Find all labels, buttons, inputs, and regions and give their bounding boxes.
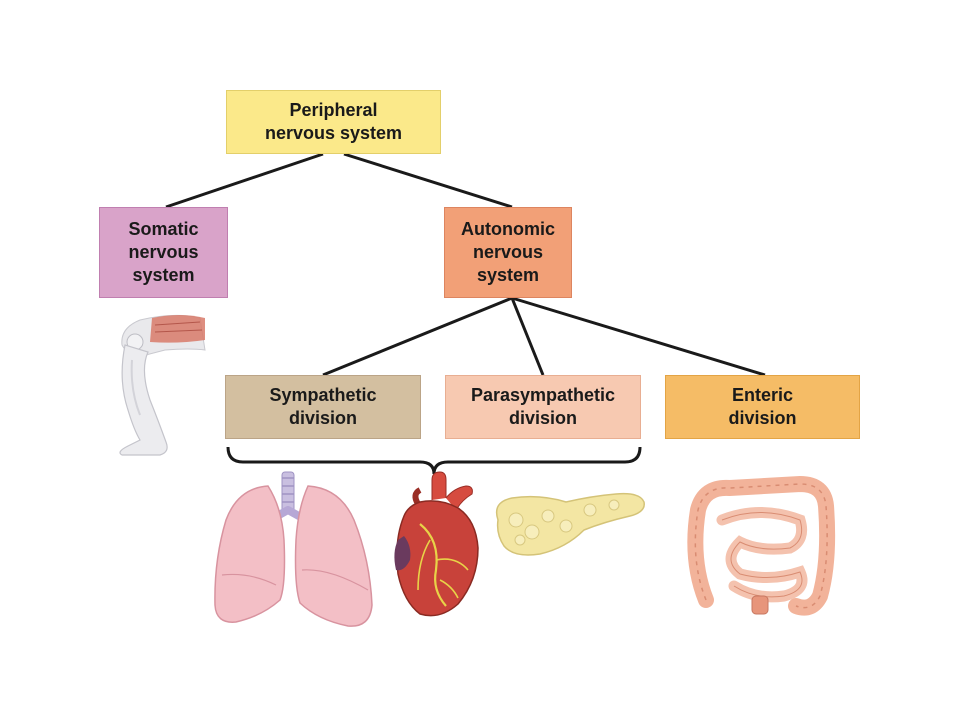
edge-pns-autonomic <box>343 152 513 209</box>
node-autonomic-nervous-system: Autonomic nervous system <box>444 207 572 298</box>
heart-icon <box>394 471 479 617</box>
intestines-icon <box>687 475 836 616</box>
node-label-peripheral: Peripheral nervous system <box>264 100 403 143</box>
lungs-icon <box>214 471 373 627</box>
node-peripheral-nervous-system: Peripheral nervous system <box>226 90 441 154</box>
node-somatic-nervous-system: Somatic nervous system <box>99 207 228 298</box>
node-label-autonomic: Autonomic nervous system <box>461 219 555 285</box>
edge-pns-somatic <box>165 152 324 209</box>
node-label-somatic: Somatic nervous system <box>128 219 199 285</box>
grouping-brace <box>226 446 642 475</box>
pancreas-icon <box>495 492 645 556</box>
node-parasympathetic-division: Parasympathetic division <box>445 375 641 439</box>
edge-autonomic-parasympathetic <box>510 297 545 376</box>
node-label-enteric: Enteric division <box>728 385 797 428</box>
node-sympathetic-division: Sympathetic division <box>225 375 421 439</box>
node-enteric-division: Enteric division <box>665 375 860 439</box>
leg-muscle-icon <box>119 314 206 456</box>
node-label-parasympathetic: Parasympathetic division <box>470 385 616 428</box>
node-label-sympathetic: Sympathetic division <box>269 385 377 428</box>
connector-lines <box>165 152 766 377</box>
edge-autonomic-enteric <box>511 296 766 377</box>
edge-autonomic-sympathetic <box>322 296 513 377</box>
